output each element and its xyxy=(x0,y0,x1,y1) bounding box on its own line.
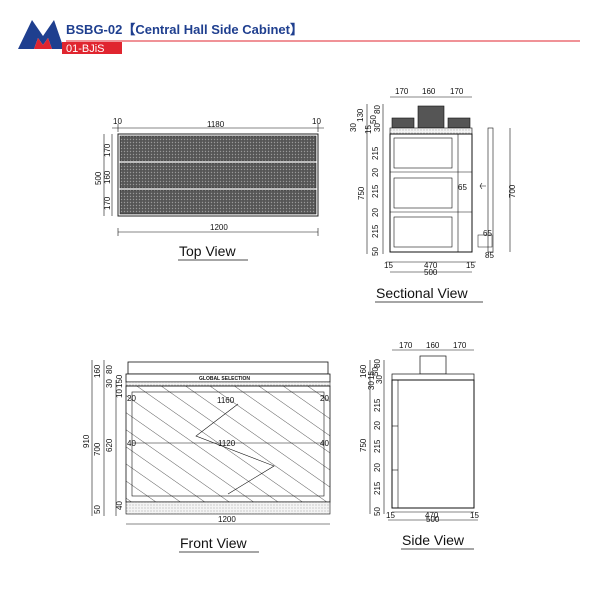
sect-d3: 215 xyxy=(371,184,380,198)
sect-r65a: 65 xyxy=(458,183,467,192)
sect-h15: 15 xyxy=(364,125,373,134)
side-d5: 215 xyxy=(373,481,382,495)
top-view-outline xyxy=(117,133,319,217)
document-code: 01-BJiS xyxy=(66,43,105,55)
sect-top-a: 170 xyxy=(395,87,409,96)
front-side40b: 40 xyxy=(320,439,329,448)
top-dim-right: 10 xyxy=(312,117,321,126)
side-body xyxy=(391,379,475,509)
sect-bot-r: 15 xyxy=(466,261,475,270)
top-view-panel-3 xyxy=(119,189,317,215)
front-side40a: 40 xyxy=(127,439,136,448)
side-d2: 20 xyxy=(373,421,382,430)
front-h80: 80 xyxy=(105,365,114,374)
front-h10: 10 xyxy=(115,389,124,398)
brand-logo-icon xyxy=(18,20,64,49)
sect-h50: 50 xyxy=(369,115,378,124)
front-h50: 50 xyxy=(93,505,102,514)
top-dim-row1: 170 xyxy=(103,143,112,157)
sect-inner: 470 xyxy=(424,261,438,270)
front-view-caption: Front View xyxy=(180,535,248,551)
top-dim-span: 1180 xyxy=(207,120,225,129)
front-h700: 700 xyxy=(93,442,102,456)
sect-r65b: 65 xyxy=(483,229,492,238)
side-d1: 215 xyxy=(373,398,382,412)
sect-depth: 500 xyxy=(424,268,438,277)
sectional-view: 170 160 170 30 130 15 50 80 30 750 215 2… xyxy=(349,87,517,303)
sect-r85: 85 xyxy=(485,251,494,260)
top-view: 10 1180 10 1200 500 170 160 170 Top View xyxy=(94,117,324,261)
side-inner: 470 xyxy=(425,511,439,520)
sect-h80: 80 xyxy=(373,105,382,114)
front-h160: 160 xyxy=(93,364,102,378)
front-inner1: 1160 xyxy=(217,396,235,405)
front-glass xyxy=(125,385,331,503)
side-d4: 20 xyxy=(373,463,382,472)
side-d6: 50 xyxy=(373,507,382,516)
side-h15: 15 xyxy=(367,371,376,380)
front-inner2: 1120 xyxy=(218,439,236,448)
sect-d2: 20 xyxy=(371,168,380,177)
sect-h130: 130 xyxy=(356,108,365,122)
sect-bot-l: 15 xyxy=(384,261,393,270)
front-h620: 620 xyxy=(105,438,114,452)
side-bot-r: 15 xyxy=(470,511,479,520)
code-badge xyxy=(62,42,122,54)
side-d3: 215 xyxy=(373,439,382,453)
top-dim-row3: 170 xyxy=(103,196,112,210)
top-view-panel-2 xyxy=(119,162,317,189)
side-h30: 30 xyxy=(367,381,376,390)
sectional-view-caption: Sectional View xyxy=(376,285,468,301)
sect-d6: 50 xyxy=(371,247,380,256)
front-width: 1200 xyxy=(218,515,236,524)
side-view-caption: Side View xyxy=(402,532,465,548)
sect-d1: 215 xyxy=(371,146,380,160)
side-view: 170 160 170 160 30 80 15 50 30 750 215 2… xyxy=(359,341,479,550)
sect-top-c: 170 xyxy=(450,87,464,96)
side-h160: 160 xyxy=(359,364,368,378)
sect-d4: 20 xyxy=(371,208,380,217)
sect-d5: 215 xyxy=(371,224,380,238)
front-h40: 40 xyxy=(115,501,124,510)
front-side20a: 20 xyxy=(127,394,136,403)
sectional-body xyxy=(389,133,473,253)
side-total: 750 xyxy=(359,438,368,452)
side-h80: 80 xyxy=(373,359,382,368)
sect-right-h: 700 xyxy=(508,184,517,198)
document-title: BSBG-02【Central Hall Side Cabinet】 xyxy=(66,22,303,37)
side-h50: 50 xyxy=(371,367,380,376)
front-view: GLOBAL SELECTION 160 30 80 10 150 910 70… xyxy=(82,360,331,553)
top-dim-row2: 160 xyxy=(103,170,112,184)
side-top-b: 160 xyxy=(426,341,440,350)
front-badge: GLOBAL SELECTION xyxy=(199,376,250,382)
header: BSBG-02【Central Hall Side Cabinet】 01-BJ… xyxy=(18,20,580,55)
top-dim-left: 10 xyxy=(113,117,122,126)
sect-total-h: 750 xyxy=(357,186,366,200)
side-top-a: 170 xyxy=(399,341,413,350)
side-bot-l: 15 xyxy=(386,511,395,520)
side-depth: 500 xyxy=(426,515,440,524)
front-h150: 150 xyxy=(115,374,124,388)
top-dim-depth: 500 xyxy=(94,171,103,185)
sect-h30b: 30 xyxy=(373,123,382,132)
side-h30b: 30 xyxy=(375,375,384,384)
front-h30: 30 xyxy=(105,379,114,388)
front-total: 910 xyxy=(82,434,91,448)
sect-top-b: 160 xyxy=(422,87,436,96)
top-view-panel-1 xyxy=(119,135,317,162)
sect-h30: 30 xyxy=(349,123,358,132)
side-top-c: 170 xyxy=(453,341,467,350)
top-dim-total: 1200 xyxy=(210,223,228,232)
front-side20b: 20 xyxy=(320,394,329,403)
top-view-caption: Top View xyxy=(179,243,236,259)
